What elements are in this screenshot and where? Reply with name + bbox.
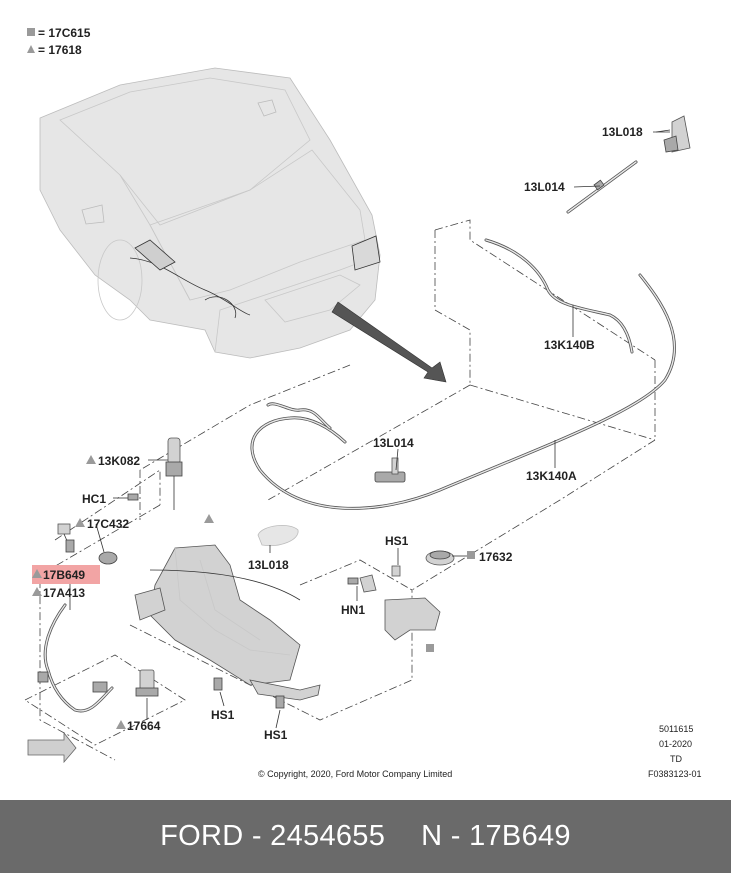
sensor-17B649 (57, 523, 75, 553)
info-block: 5011615 01-2020 TD F0383123-01 (648, 724, 702, 779)
highlight-box (32, 565, 100, 584)
parts-diagram: = 17C615 = 17618 (24, 26, 702, 779)
callout-13K082: 13K082 (98, 454, 140, 468)
callout-13K140B: 13K140B (544, 338, 595, 352)
copyright-text: © Copyright, 2020, Ford Motor Company Li… (258, 769, 452, 779)
washer-nozzle-mid (374, 457, 406, 483)
washer-hose-top (566, 160, 638, 214)
direction-arrow (27, 731, 77, 764)
view-arrow (331, 301, 447, 383)
nut-HN1 (347, 577, 359, 585)
washer-reservoir (134, 544, 321, 701)
callout-13L018-top: 13L018 (602, 125, 643, 139)
square-marker-icon (426, 644, 434, 652)
info-line-4: F0383123-01 (648, 769, 702, 779)
callout-17664: 17664 (127, 719, 161, 733)
callout-HN1: HN1 (341, 603, 365, 617)
info-line-2: 01-2020 (659, 739, 692, 749)
callout-HS1-a: HS1 (385, 534, 409, 548)
clip-HC1 (127, 493, 139, 501)
washer-nozzle-low (257, 525, 299, 547)
callout-17A413: 17A413 (43, 586, 85, 600)
grommet-17C432 (98, 551, 118, 565)
triangle-marker-icon (32, 587, 42, 596)
legend-square-label: = 17C615 (38, 26, 91, 40)
washer-pump-top (165, 437, 183, 510)
square-marker-icon (467, 551, 475, 559)
filler-neck (359, 565, 441, 641)
info-line-3: TD (670, 754, 682, 764)
callout-HC1: HC1 (82, 492, 106, 506)
callout-17632: 17632 (479, 550, 513, 564)
legend-triangle-label: = 17618 (38, 43, 82, 57)
callout-17B649: 17B649 (43, 568, 85, 582)
callout-17C432: 17C432 (87, 517, 129, 531)
triangle-marker-icon (116, 720, 126, 729)
triangle-marker-icon (75, 518, 85, 527)
callout-13L014-mid: 13L014 (373, 436, 414, 450)
filler-cap (425, 550, 455, 566)
callout-HS1-b: HS1 (211, 708, 235, 722)
washer-nozzle-top (655, 115, 691, 153)
footer-part-number: FORD - 2454655 (160, 820, 386, 852)
hose-13K140A (250, 273, 676, 510)
leader-lines (69, 131, 670, 729)
callout-13L018-low: 13L018 (248, 558, 289, 572)
pump-17664 (135, 669, 159, 697)
wiring-harness (37, 603, 114, 713)
triangle-marker-icon (204, 514, 214, 523)
triangle-marker-icon (32, 569, 42, 578)
callouts: 13L018 13L014 13K140B 13L014 13K140A 13K… (32, 125, 643, 742)
vehicle-illustration (39, 67, 381, 359)
footer-reference: N - 17B649 (421, 820, 571, 852)
square-marker-icon (27, 28, 35, 36)
bolt-HS1-a (213, 677, 223, 691)
triangle-marker-icon (86, 455, 96, 464)
footer-bar: FORD - 2454655 N - 17B649 (0, 800, 731, 873)
callout-HS1-c: HS1 (264, 728, 288, 742)
bolt-HS1-b (275, 695, 285, 709)
callout-13K140A: 13K140A (526, 469, 577, 483)
info-line-1: 5011615 (659, 724, 693, 734)
hose-13K140B (484, 238, 634, 354)
callout-13L014-top: 13L014 (524, 180, 565, 194)
triangle-marker-icon (27, 45, 35, 53)
legend: = 17C615 = 17618 (27, 26, 91, 57)
